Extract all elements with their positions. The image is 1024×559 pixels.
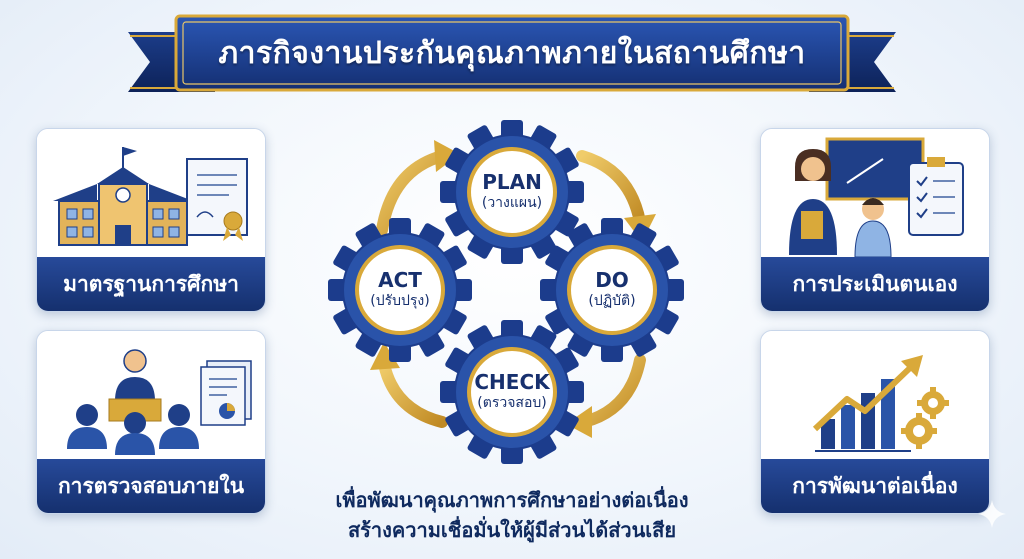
gear-do: DO (ปฏิบัติ) xyxy=(557,268,667,310)
gear-do-title: DO xyxy=(595,268,629,292)
gear-check-title: CHECK xyxy=(474,370,550,394)
card-label: มาตรฐานการศึกษา xyxy=(37,257,265,311)
tagline-line-1: เพื่อพัฒนาคุณภาพการศึกษาอย่างต่อเนื่อง xyxy=(335,488,689,512)
gear-plan-title: PLAN xyxy=(482,170,542,194)
card-label: การพัฒนาต่อเนื่อง xyxy=(761,459,989,513)
card-label: การตรวจสอบภายใน xyxy=(37,459,265,513)
pdca-cycle: PLAN (วางแผน) DO (ปฏิบัติ) CHECK (ตรวจสอ… xyxy=(300,110,724,470)
gear-plan: PLAN (วางแผน) xyxy=(457,170,567,212)
title-banner: ภารกิจงานประกันคุณภาพภายในสถานศึกษา xyxy=(0,0,1024,110)
tagline-line-2: สร้างความเชื่อมั่นให้ผู้มีส่วนได้ส่วนเสี… xyxy=(347,518,677,542)
gear-do-subtitle: (ปฏิบัติ) xyxy=(588,293,636,309)
card-label: การประเมินตนเอง xyxy=(761,257,989,311)
gear-check-subtitle: (ตรวจสอบ) xyxy=(477,395,547,411)
banner-ribbon xyxy=(128,14,896,92)
gear-act-title: ACT xyxy=(378,268,422,292)
teacher-student-checklist-icon xyxy=(761,129,989,257)
gear-plan-subtitle: (วางแผน) xyxy=(481,195,543,211)
gear-check: CHECK (ตรวจสอบ) xyxy=(457,370,567,412)
gear-act-subtitle: (ปรับปรุง) xyxy=(370,293,430,309)
gear-act: ACT (ปรับปรุง) xyxy=(345,268,455,310)
card-education-standards: มาตรฐานการศึกษา xyxy=(36,128,266,312)
sparkle-icon xyxy=(978,500,1006,528)
card-self-assessment: การประเมินตนเอง xyxy=(760,128,990,312)
page-title: ภารกิจงานประกันคุณภาพภายในสถานศึกษา xyxy=(218,35,806,71)
card-internal-audit: การตรวจสอบภายใน xyxy=(36,330,266,514)
growth-chart-gears-icon xyxy=(761,331,989,459)
presentation-audience-icon xyxy=(37,331,265,459)
pdca-gears-diagram xyxy=(328,120,684,464)
card-continuous-development: การพัฒนาต่อเนื่อง xyxy=(760,330,990,514)
school-building-icon xyxy=(37,129,265,257)
